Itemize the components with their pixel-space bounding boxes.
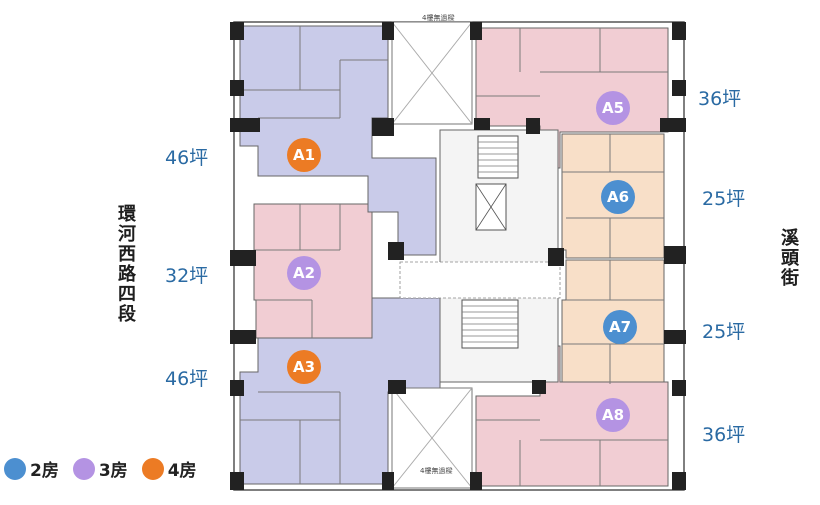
unit-badge-a6[interactable]: A6 [601,180,635,214]
unit-size-a5: 36坪 [698,88,742,110]
unit-size-a7: 25坪 [702,321,746,343]
unit-size-a8: 36坪 [702,424,746,446]
legend-item-2room: 2房 [4,456,59,481]
unit-badge-a2[interactable]: A2 [287,256,321,290]
unit-badge-a8[interactable]: A8 [596,398,630,432]
legend-dot-3room [72,457,95,480]
corridor-note-bottom: 4樓無過樑 [420,467,453,475]
legend-dot-4room [141,457,164,480]
unit-a8-area [475,345,669,487]
unit-badge-a5[interactable]: A5 [596,91,630,125]
road-label-left: 環河西路四段 [115,204,136,324]
legend-dot-2room [4,457,26,480]
corridor-band [399,261,561,299]
legend-item-3room: 3房 [72,456,128,481]
unit-size-a2: 32坪 [165,265,209,287]
legend-label-3room: 3房 [98,461,128,481]
columns [230,22,686,490]
legend-label-4room: 4房 [167,461,197,481]
legend: 2房 3房 4房 [4,456,211,481]
unit-size-a6: 25坪 [702,188,746,210]
corridor-note-top: 4樓無過樑 [422,14,455,22]
unit-badge-a7[interactable]: A7 [603,310,637,344]
legend-item-4room: 4房 [141,456,197,481]
legend-label-2room: 2房 [30,461,59,481]
stair-top [477,135,519,179]
unit-size-a3: 46坪 [165,368,209,390]
partitions [240,26,668,486]
unit-a5-area [475,27,669,169]
road-label-right: 溪頭街 [778,228,799,288]
unit-size-a1: 46坪 [165,147,209,169]
unit-badge-a1[interactable]: A1 [287,138,321,172]
unit-badge-a3[interactable]: A3 [287,350,321,384]
